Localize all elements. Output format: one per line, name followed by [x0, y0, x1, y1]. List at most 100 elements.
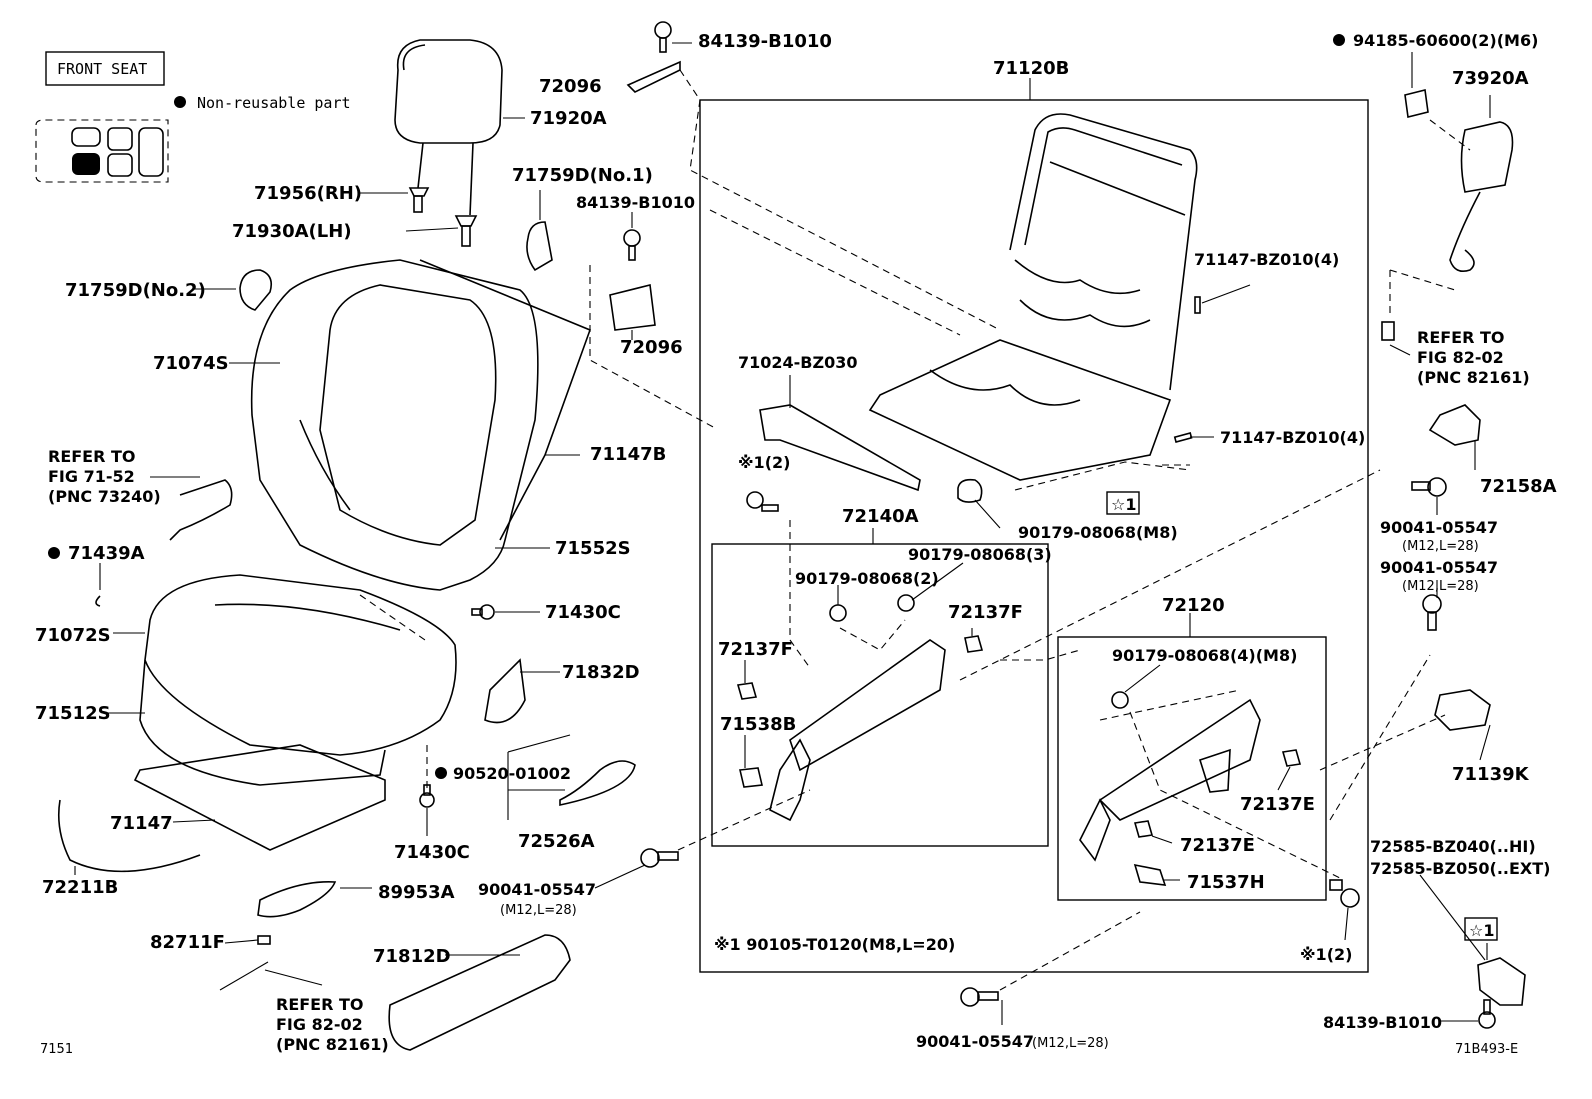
label-72137F-right: 72137F	[948, 602, 1023, 623]
seat-cushion-drawing	[133, 574, 457, 851]
refer-left-line1: REFER TO	[48, 447, 136, 466]
connector-right-drawing	[1381, 321, 1395, 341]
label-90041-05547-left: 90041-05547	[478, 880, 596, 899]
pin-71147-bz-top-drawing	[1194, 296, 1201, 314]
label-72526A: 72526A	[518, 831, 595, 852]
label-71147-BZ010-right: 71147-BZ010(4)	[1220, 428, 1365, 447]
label-71537H: 71537H	[1187, 872, 1265, 893]
label-72096-top: 72096	[539, 76, 602, 97]
bolt-90041-r1-drawing	[1411, 477, 1447, 497]
nonreusable-dot-icon	[174, 96, 186, 108]
nut-90179-2-drawing	[829, 604, 847, 622]
bolt-71430C-bottom-drawing	[419, 784, 435, 808]
label-72158A: 72158A	[1480, 476, 1557, 497]
label-90179-08068-M8: 90179-08068(M8)	[1018, 523, 1178, 542]
legend-text: Non-reusable part	[197, 94, 351, 112]
bolt-90041-bottom-drawing	[960, 987, 999, 1007]
label-71538B: 71538B	[720, 714, 796, 735]
seat-adjuster-right-drawing	[1079, 698, 1261, 862]
label-71120B: 71120B	[993, 58, 1069, 79]
label-90041-left-spec: (M12,L=28)	[500, 903, 577, 918]
cover-72158A-drawing	[1428, 404, 1481, 446]
label-90041-05547-r1: 90041-05547	[1380, 518, 1498, 537]
clip-72137F-right-drawing	[964, 635, 984, 653]
label-82711F: 82711F	[150, 932, 225, 953]
clip-72137E-right-drawing	[1281, 749, 1302, 767]
label-72211B: 72211B	[42, 877, 118, 898]
label-71147-BZ010-top: 71147-BZ010(4)	[1194, 250, 1339, 269]
label-71759D-no2: 71759D(No.2)	[65, 280, 206, 301]
label-72096-mid: 72096	[620, 337, 683, 358]
label-90179-08068-4: 90179-08068(4)(M8)	[1112, 646, 1297, 665]
bolt-note1-left-drawing	[746, 491, 779, 512]
clip-71537H-drawing	[1133, 863, 1167, 886]
label-star1-bottom: ☆1	[1469, 921, 1494, 940]
label-71930A: 71930A(LH)	[232, 221, 352, 242]
label-72140A: 72140A	[842, 506, 919, 527]
label-72585-BZ050: 72585-BZ050(..EXT)	[1370, 859, 1550, 878]
label-71430C-top: 71430C	[545, 602, 621, 623]
headrest-drawing	[394, 39, 503, 216]
label-71430C-bottom: 71430C	[394, 842, 470, 863]
label-72120: 72120	[1162, 595, 1225, 616]
label-71759D-no1: 71759D(No.1)	[512, 165, 653, 186]
label-90041-r1-spec: (M12,L=28)	[1402, 539, 1479, 554]
clip-71538B-drawing	[739, 767, 763, 788]
adjuster-group-box-right	[1057, 636, 1327, 901]
label-71139K: 71139K	[1452, 764, 1530, 785]
label-71439A: 71439A	[68, 543, 145, 564]
label-72585-BZ040: 72585-BZ040(..HI)	[1370, 837, 1536, 856]
label-71920A: 71920A	[530, 108, 607, 129]
nut-90179-top-drawing	[957, 478, 983, 503]
label-note1-definition: ※1 90105-T0120(M8,L=20)	[714, 935, 955, 954]
label-note1-2-right: ※1(2)	[1300, 945, 1352, 964]
label-71956: 71956(RH)	[254, 183, 362, 204]
adjuster-group-box-left	[711, 543, 1049, 847]
clip-72137E-mid-drawing	[1133, 820, 1154, 838]
label-71832D: 71832D	[562, 662, 640, 683]
label-71024-BZ030: 71024-BZ030	[738, 353, 858, 372]
label-84139-B1010-mid: 84139-B1010	[576, 193, 695, 212]
refer-left-line2: FIG 71-52	[48, 467, 135, 486]
shield-71812D-drawing	[388, 934, 571, 1051]
bolt-71430C-top-drawing	[471, 604, 495, 620]
bolt-note1-right-drawing	[1329, 879, 1360, 908]
label-90179-08068-3: 90179-08068(3)	[908, 545, 1052, 564]
headrest-guide-rh-drawing	[408, 187, 430, 213]
section-title: FRONT SEAT	[57, 60, 147, 78]
seat-back-cover-drawing	[250, 259, 592, 591]
label-71072S: 71072S	[35, 625, 111, 646]
refer-bottom-line3: (PNC 82161)	[276, 1035, 389, 1054]
bolt-84139-mid-drawing	[623, 229, 641, 261]
rod-71024-drawing	[759, 404, 921, 492]
protector-72096-mid-drawing	[609, 284, 656, 331]
bezel-no2-drawing	[239, 269, 273, 311]
label-72137F-left: 72137F	[718, 639, 793, 660]
wire-72211B-drawing	[57, 799, 201, 873]
section-title-box	[45, 51, 165, 86]
nut-94185-drawing	[1404, 89, 1429, 118]
bracket-72585-drawing	[1477, 957, 1526, 1006]
label-71147: 71147	[110, 813, 173, 834]
bezel-no1-drawing	[526, 221, 553, 272]
nonreusable-dot-icon	[435, 767, 447, 779]
refer-bottom-line2: FIG 82-02	[276, 1015, 363, 1034]
clip-72137F-left-drawing	[736, 682, 758, 700]
label-72137E-mid: 72137E	[1180, 835, 1255, 856]
seat-location-icon	[35, 119, 169, 183]
protector-72096-top-drawing	[626, 60, 681, 93]
bolt-84139-top-drawing	[654, 21, 672, 53]
refer-left-line3: (PNC 73240)	[48, 487, 161, 506]
label-71147B: 71147B	[590, 444, 666, 465]
label-90041-bottom-spec: (M12,L=28)	[1032, 1036, 1109, 1051]
bolt-90041-r2-drawing	[1422, 594, 1442, 631]
star1-box-bottom	[1464, 917, 1498, 941]
assembly-dashed-lines	[359, 69, 1471, 991]
page-number: 7151	[40, 1042, 73, 1057]
headrest-guide-lh-drawing	[454, 215, 478, 247]
bolt-84139-bottom-drawing	[1478, 999, 1496, 1029]
label-note1-2-left: ※1(2)	[738, 453, 790, 472]
label-star1-top: ☆1	[1111, 495, 1136, 514]
label-71512S: 71512S	[35, 703, 111, 724]
